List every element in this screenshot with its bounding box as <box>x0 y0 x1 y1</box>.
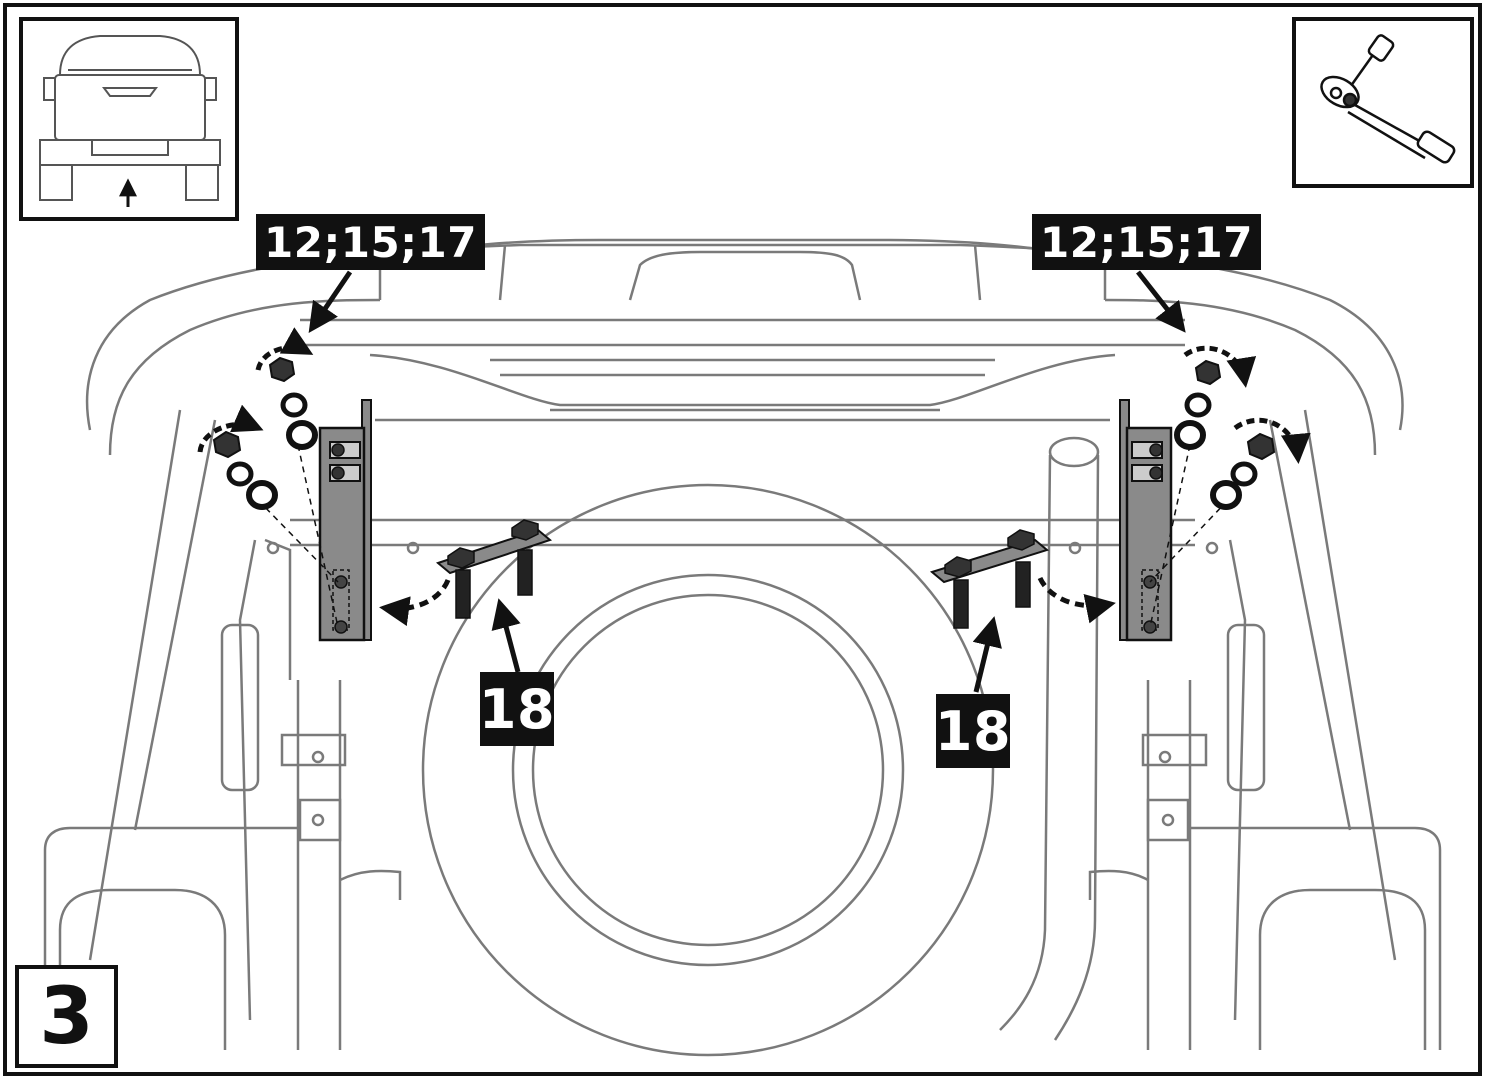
callout-parts-left: 12;15;17 <box>256 214 485 270</box>
left-lower-fastener-stack <box>197 404 278 510</box>
callout-part-18-right: 18 <box>935 694 1011 768</box>
right-mounting-bracket <box>1119 399 1173 642</box>
left-guide-lines <box>257 444 339 628</box>
pickup-rear-view-icon <box>19 17 239 221</box>
vehicle-body-outline <box>43 238 1442 1057</box>
step-number: 3 <box>15 965 118 1068</box>
left-upper-fastener-stack <box>255 327 318 450</box>
callout-part-18-left: 18 <box>479 672 555 746</box>
callout-arrows <box>308 270 1186 693</box>
left-clamp-plate <box>379 519 553 627</box>
right-lower-fastener-stack <box>1210 417 1311 510</box>
outer-frame <box>3 3 1482 1076</box>
callout-parts-right: 12;15;17 <box>1032 214 1261 270</box>
socket-wrench-icon <box>1292 17 1474 188</box>
right-guide-lines <box>1149 444 1229 628</box>
left-mounting-bracket <box>318 399 372 642</box>
right-upper-fastener-stack <box>1174 345 1257 450</box>
right-clamp-plate <box>929 529 1116 629</box>
